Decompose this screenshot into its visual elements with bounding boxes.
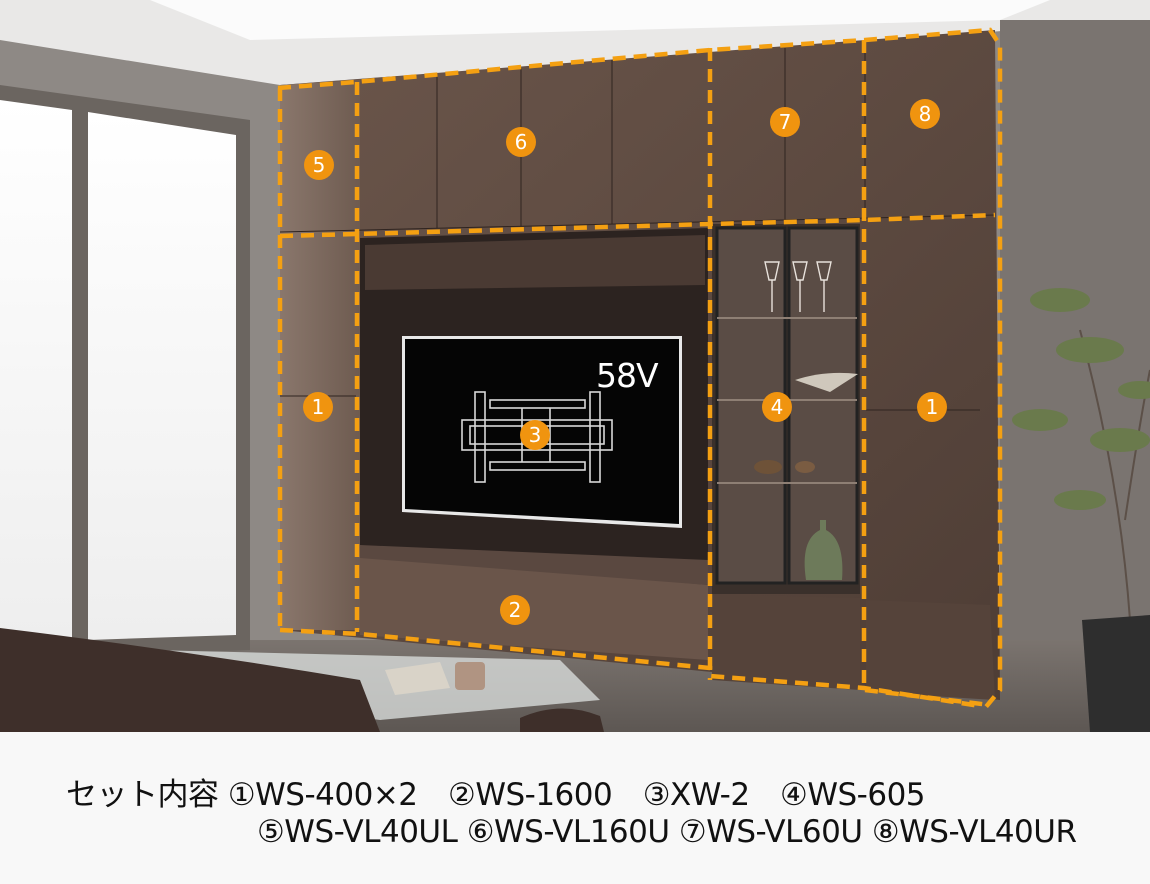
- marker-7: 7: [770, 107, 800, 137]
- marker-4: 4: [762, 392, 792, 422]
- room-illustration: [0, 0, 1150, 732]
- marker-6: 6: [506, 127, 536, 157]
- caption-line-1: セット内容 ①WS-400×2 ②WS-1600 ③XW-2 ④WS-605: [66, 777, 926, 813]
- marker-5: 5: [304, 150, 334, 180]
- marker-2: 2: [500, 595, 530, 625]
- set-contents-caption: セット内容 ①WS-400×2 ②WS-1600 ③XW-2 ④WS-605 ⑤…: [0, 732, 1150, 884]
- marker-1-left: 1: [303, 392, 333, 422]
- tv-size-label: 58V: [596, 356, 659, 395]
- marker-3: 3: [520, 420, 550, 450]
- caption-line-2: ⑤WS-VL40UL ⑥WS-VL160U ⑦WS-VL60U ⑧WS-VL40…: [257, 814, 1077, 850]
- marker-8: 8: [910, 99, 940, 129]
- product-photo: 58V 1 1 2 3 4 5 6 7 8: [0, 0, 1150, 732]
- unit-outlines: [277, 27, 1003, 710]
- marker-1-right: 1: [917, 392, 947, 422]
